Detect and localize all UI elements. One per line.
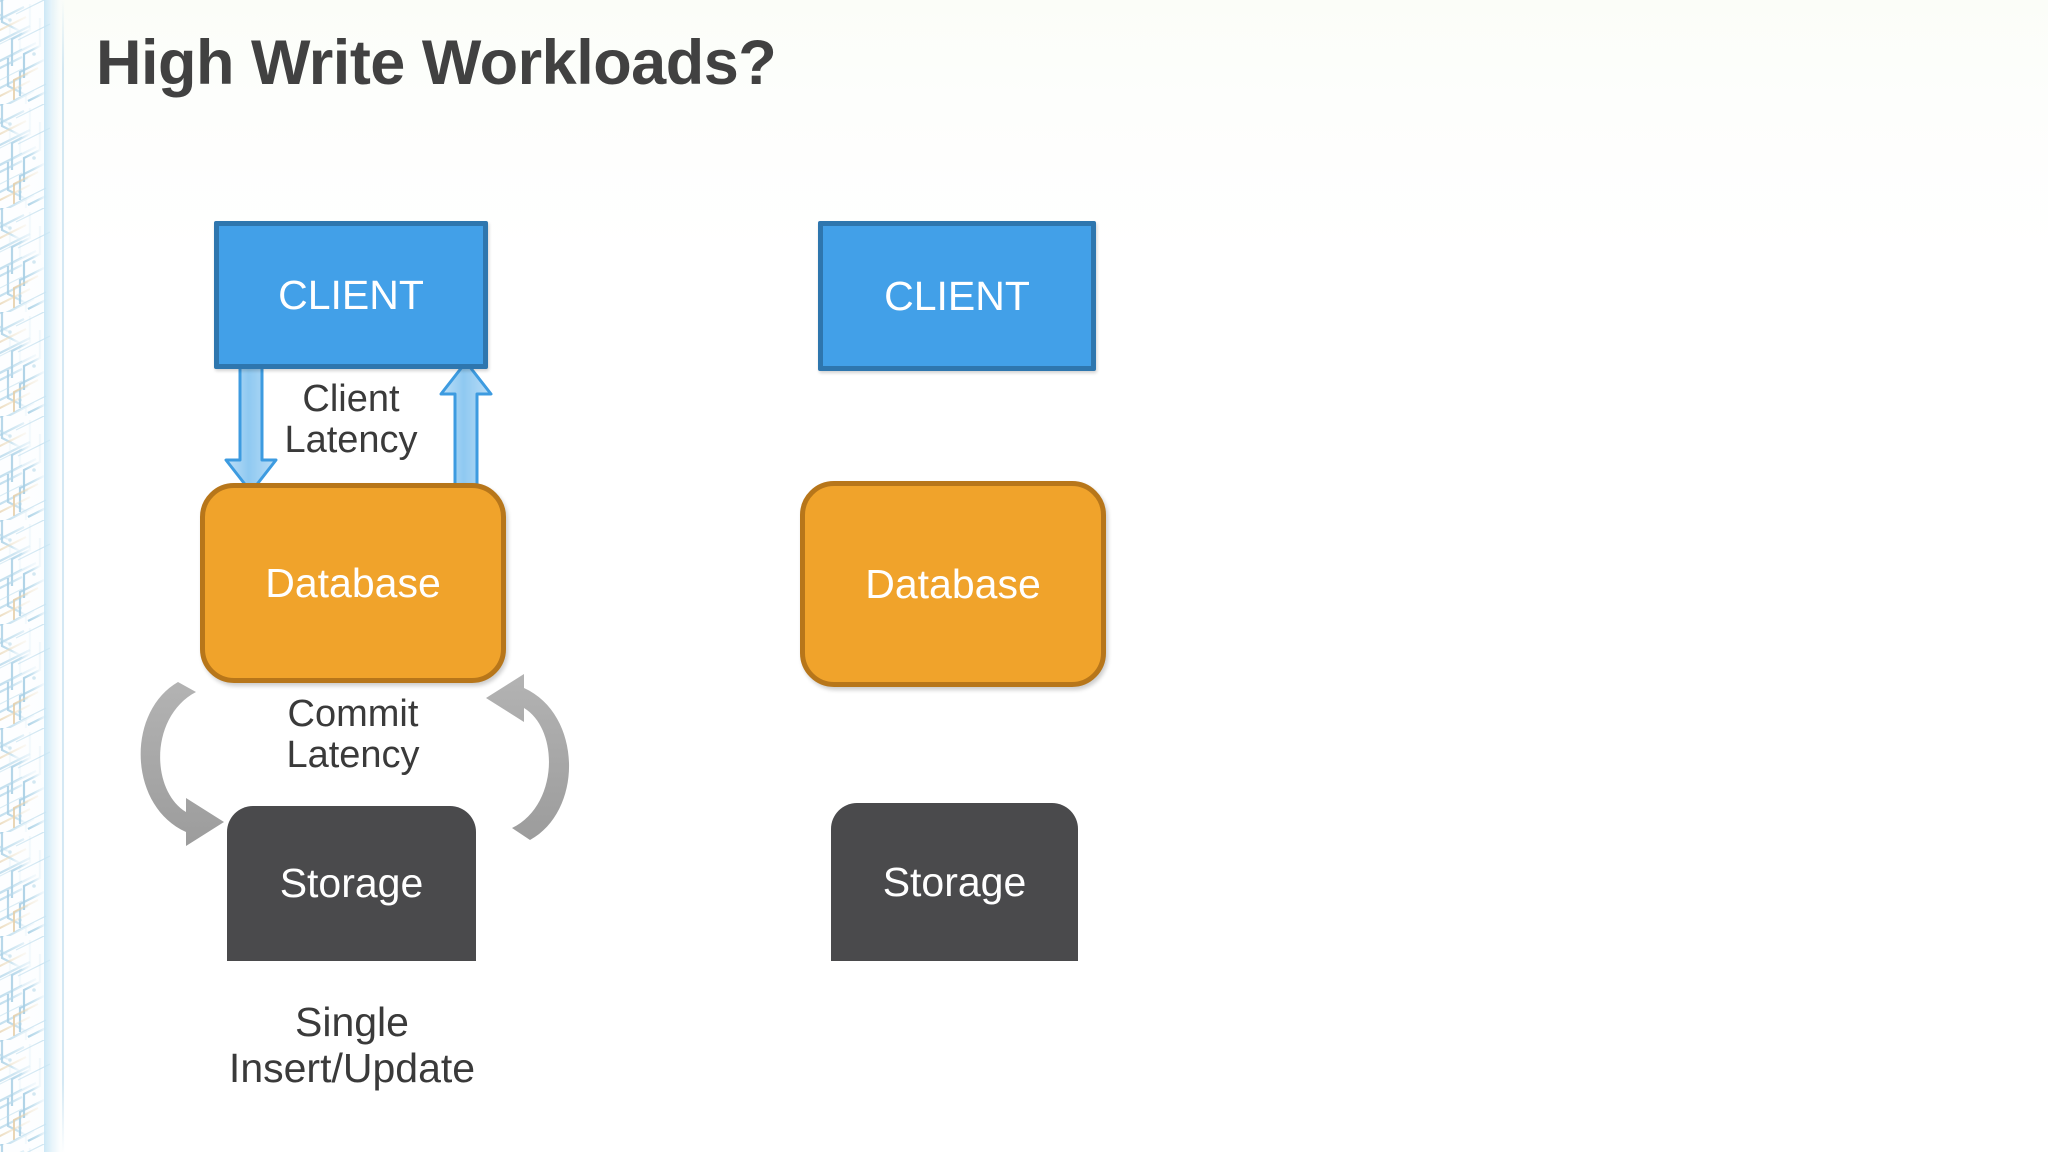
node-label: Database [865,560,1041,607]
node-client-left[interactable]: CLIENT [214,221,488,369]
node-storage-left[interactable]: Storage [227,806,476,961]
node-label: CLIENT [278,271,424,318]
node-client-right[interactable]: CLIENT [818,221,1096,371]
node-database-left[interactable]: Database [200,483,506,683]
node-label: Database [265,559,441,606]
node-label: Storage [279,860,424,906]
node-label: CLIENT [884,272,1030,319]
left-edge-decoration [0,0,52,1152]
left-edge-hairline [62,0,64,1152]
node-database-right[interactable]: Database [800,481,1106,687]
connector-label-client-latency: Client Latency [284,378,418,462]
page-title: High Write Workloads? [96,28,777,98]
column-caption-left: Single Insert/Update [228,999,476,1091]
circuit-board-pattern-icon [0,0,52,1152]
node-label: Storage [882,858,1027,905]
connector-label-commit-latency: Commit Latency [286,693,420,777]
arrow-commit-latency-down [140,682,224,846]
arrow-commit-latency-up [486,674,570,840]
node-storage-right[interactable]: Storage [831,803,1078,961]
